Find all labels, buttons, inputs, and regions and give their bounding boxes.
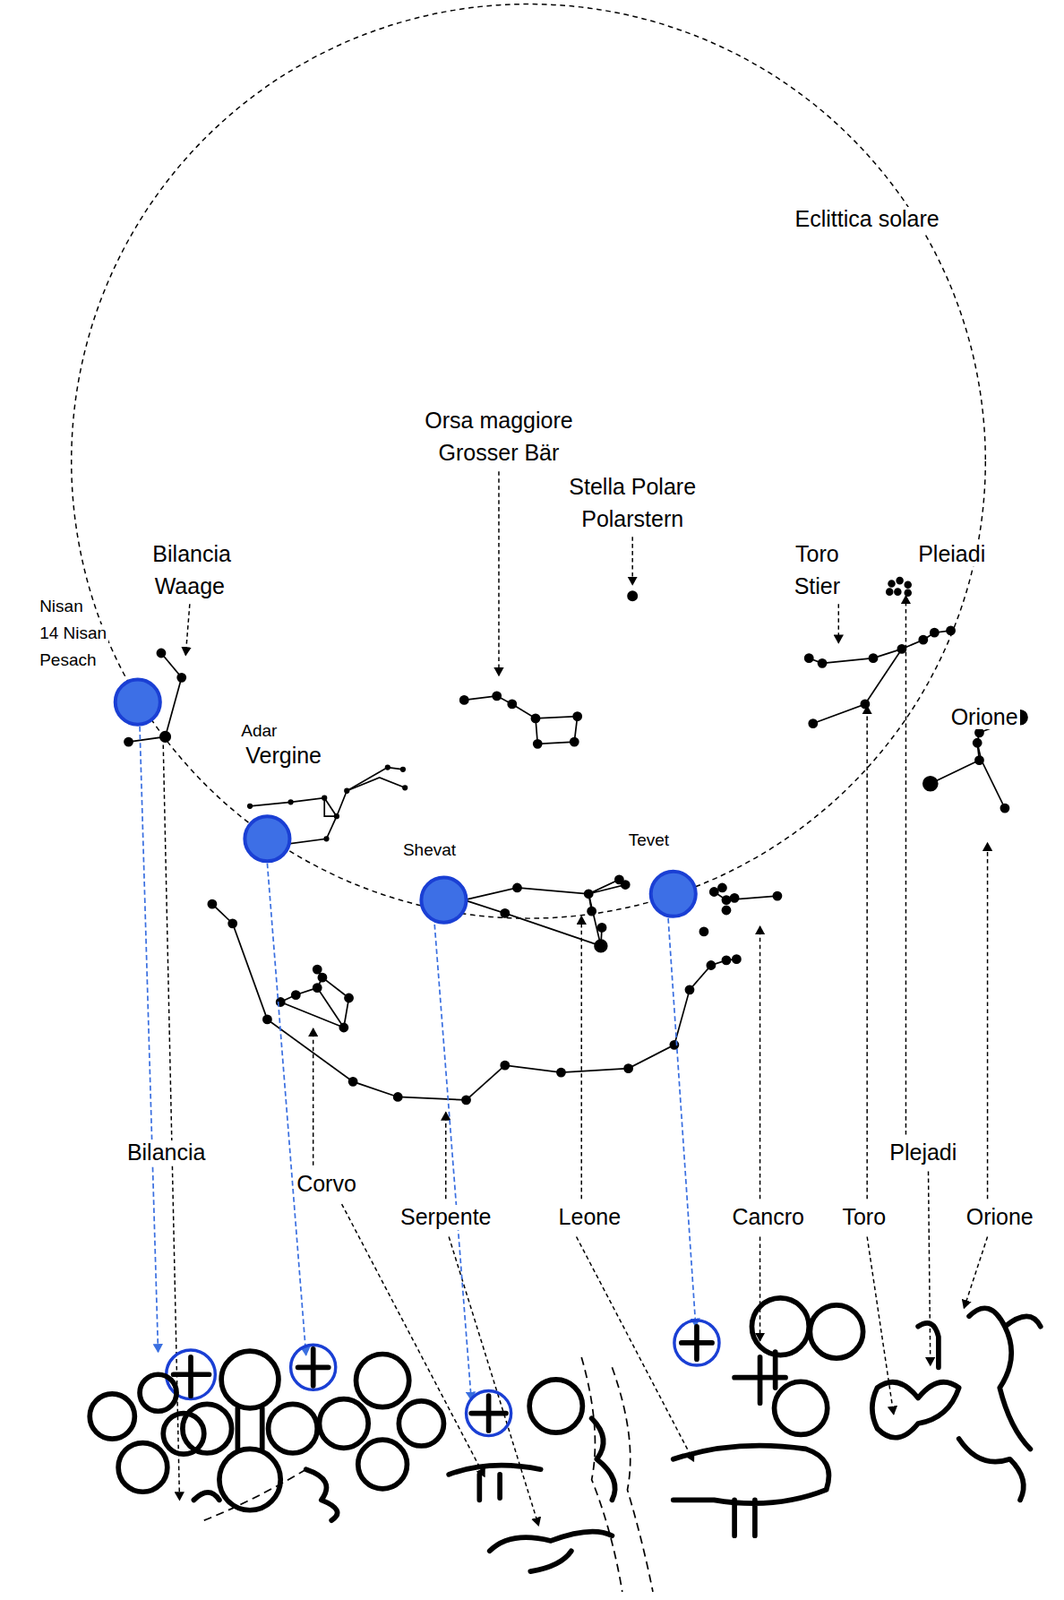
sky-label: Stella Polare — [566, 474, 698, 500]
sky-label: Plejadi — [887, 1140, 959, 1166]
sky-label: Nisan — [37, 597, 86, 617]
sky-label: Pleiadi — [916, 541, 987, 567]
ecliptic-circle — [71, 4, 987, 919]
sky-label: Bilancia — [125, 1140, 208, 1166]
sky-label: Orione — [964, 1204, 1036, 1230]
sky-label: Shevat — [401, 840, 458, 860]
sky-label: Pesach — [37, 651, 98, 670]
sky-label: Leone — [557, 1204, 624, 1230]
sky-label: Grosser Bär — [437, 440, 562, 466]
sky-label: Adar — [239, 721, 279, 741]
blue-arrows — [139, 726, 696, 1400]
constellations — [124, 577, 1028, 1105]
sky-label: Orione — [949, 704, 1021, 730]
sky-label: Waage — [153, 574, 227, 600]
sky-label: Toro — [793, 541, 841, 567]
sky-label: Tevet — [626, 831, 671, 850]
sky-label: Serpente — [398, 1204, 493, 1230]
sky-label: Vergine — [243, 743, 324, 769]
sky-label: Orsa maggiore — [422, 408, 575, 434]
sky-label: Eclittica solare — [793, 206, 942, 232]
month-markers — [115, 679, 696, 923]
petroglyph — [89, 1297, 1041, 1571]
sky-label: Polarstern — [579, 506, 686, 532]
rock-crack — [204, 1356, 653, 1592]
sky-label: Stier — [792, 574, 842, 600]
leader-arrows — [163, 471, 987, 1526]
sky-label: Bilancia — [150, 541, 233, 567]
sky-label: Corvo — [294, 1171, 359, 1197]
sky-label: Cancro — [729, 1204, 807, 1230]
sky-label: 14 Nisan — [37, 624, 109, 644]
sky-label: Toro — [840, 1204, 888, 1230]
